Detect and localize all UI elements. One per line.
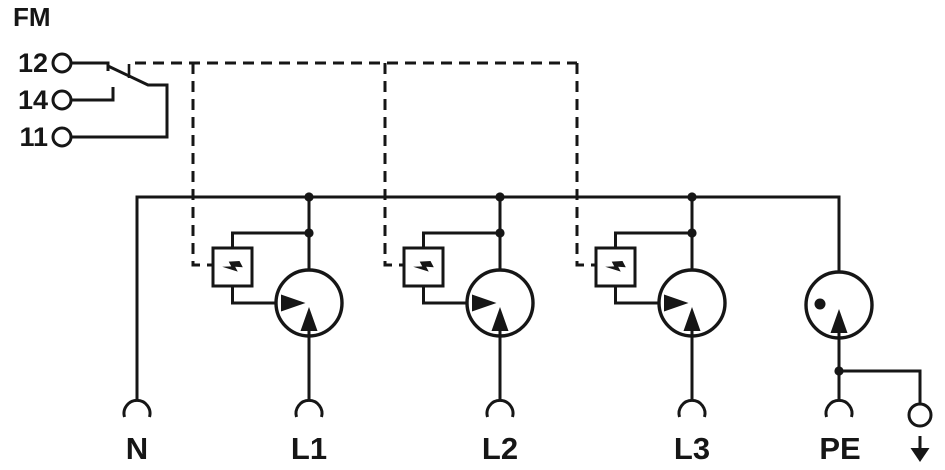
fm-wire-14 [71,87,115,102]
control-dashed-drop-l2 [383,63,403,267]
terminal-label-n: N [126,431,148,466]
terminal-label-l1: L1 [291,431,327,466]
fm-block-title: FM [13,2,51,32]
terminal-arc-pe [824,399,854,418]
terminal-label-l2: L2 [482,431,518,466]
earth-ground-icon [910,448,930,462]
pe-arrow-up [830,309,848,333]
terminal-label-pe: PE [819,431,860,466]
fm-terminal-circle-14 [51,89,73,111]
fm-wire-12 [71,61,110,71]
earth-branch-wire [839,369,922,404]
bus-wire [135,195,841,400]
changeover-contact-icon [71,64,169,139]
fm-terminal-circle-11 [51,126,73,148]
surge-arrester-icon-l2 [402,190,535,419]
fm-terminal-circle-12 [51,52,73,74]
control-dashed-drop-l3 [575,63,595,267]
surge-arrester-icon-l1 [211,190,344,419]
pe-indicator-dot [814,298,826,310]
terminal-label-l3: L3 [674,431,710,466]
terminal-arc-n [122,399,152,418]
earth-terminal-circle [907,402,933,428]
control-dashed-drop-l1 [191,63,212,267]
surge-arrester-icon-l3 [594,190,727,419]
fm-contact-label-11: 11 [19,122,48,152]
fm-contact-label-12: 12 [18,48,48,78]
fm-contact-label-14: 14 [18,85,48,115]
